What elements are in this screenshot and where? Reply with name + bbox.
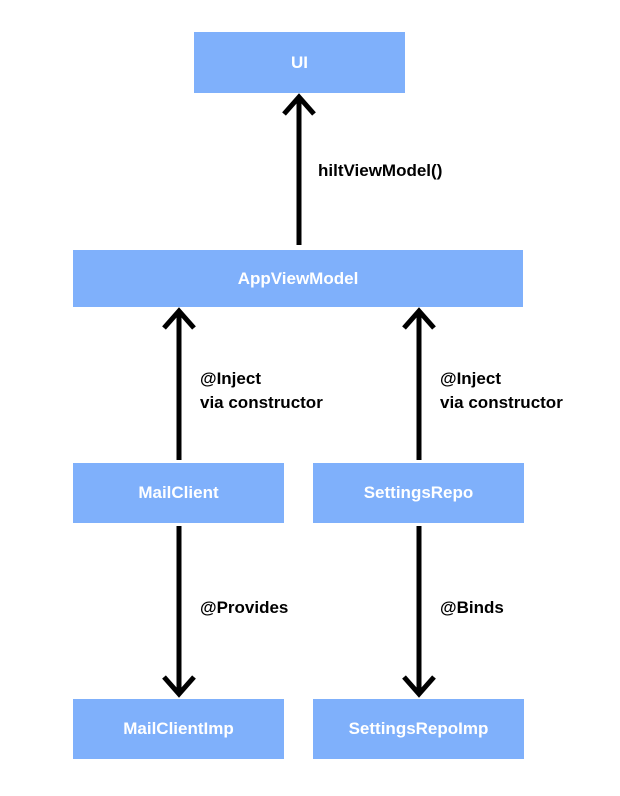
mail-client-imp-node: MailClientImp xyxy=(73,699,284,759)
mail-client-node-label: MailClient xyxy=(138,483,219,502)
arrow-appviewmodel-to-ui xyxy=(282,93,316,245)
settings-repo-node-label: SettingsRepo xyxy=(363,483,474,502)
settings-inject-line2: via constructor xyxy=(440,393,563,412)
mail-client-imp-node-label: MailClientImp xyxy=(123,719,234,738)
mail-inject-line2: via constructor xyxy=(200,393,323,412)
arrow-mailclient-to-mailclientimp xyxy=(162,526,196,698)
arrow-mailclient-to-appviewmodel xyxy=(162,307,196,460)
app-view-model-node-label: AppViewModel xyxy=(237,268,359,288)
mail-inject-line1: @Inject xyxy=(200,369,261,388)
ui-node-label: UI xyxy=(291,52,308,72)
settings-repo-imp-node-label: SettingsRepoImp xyxy=(348,719,489,738)
mail-client-node: MailClient xyxy=(73,463,284,523)
settings-inject-line1: @Inject xyxy=(440,369,501,388)
provides-text: @Provides xyxy=(200,598,289,617)
arrow-settingsrepo-to-appviewmodel xyxy=(402,307,436,460)
settings-repo-imp-node: SettingsRepoImp xyxy=(313,699,524,759)
arrow-settingsrepo-to-settingsrepoimp xyxy=(402,526,436,698)
ui-node: UI xyxy=(194,32,405,93)
mail-inject-label: @Inject via constructor xyxy=(200,367,323,415)
settings-inject-label: @Inject via constructor xyxy=(440,367,563,415)
binds-text: @Binds xyxy=(440,598,504,617)
hilt-view-model-label: hiltViewModel() xyxy=(318,159,442,183)
provides-label: @Provides xyxy=(200,596,288,620)
app-view-model-node: AppViewModel xyxy=(73,250,523,307)
hilt-view-model-text: hiltViewModel() xyxy=(318,161,443,180)
binds-label: @Binds xyxy=(440,596,504,620)
settings-repo-node: SettingsRepo xyxy=(313,463,524,523)
